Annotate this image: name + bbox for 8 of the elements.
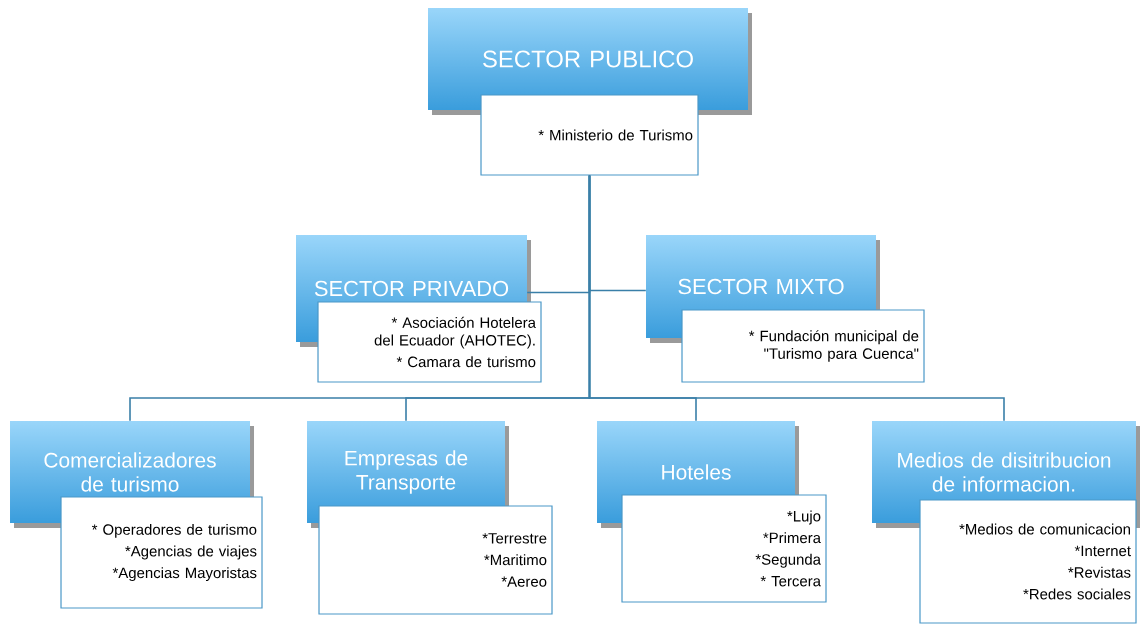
text-box: * Operadores de turismo *Agencias de viajes *Agencias Mayoristas xyxy=(60,496,263,609)
text-box: *Medios de comunicacion *Internet *Revistas *Redes sociales xyxy=(919,499,1137,624)
text-box: * Fundación municipal de "Turismo para Cuenca" xyxy=(681,309,925,383)
text-box: * Ministerio de Turismo xyxy=(480,94,699,176)
text-box: * Asociación Hotelera del Ecuador (AHOTEC). * Camara de turismo xyxy=(317,301,542,383)
text-box: *Lujo *Primera *Segunda * Tercera xyxy=(621,494,827,603)
connector-line xyxy=(588,174,1005,422)
text-box: *Terrestre *Maritimo *Aereo xyxy=(318,505,553,615)
